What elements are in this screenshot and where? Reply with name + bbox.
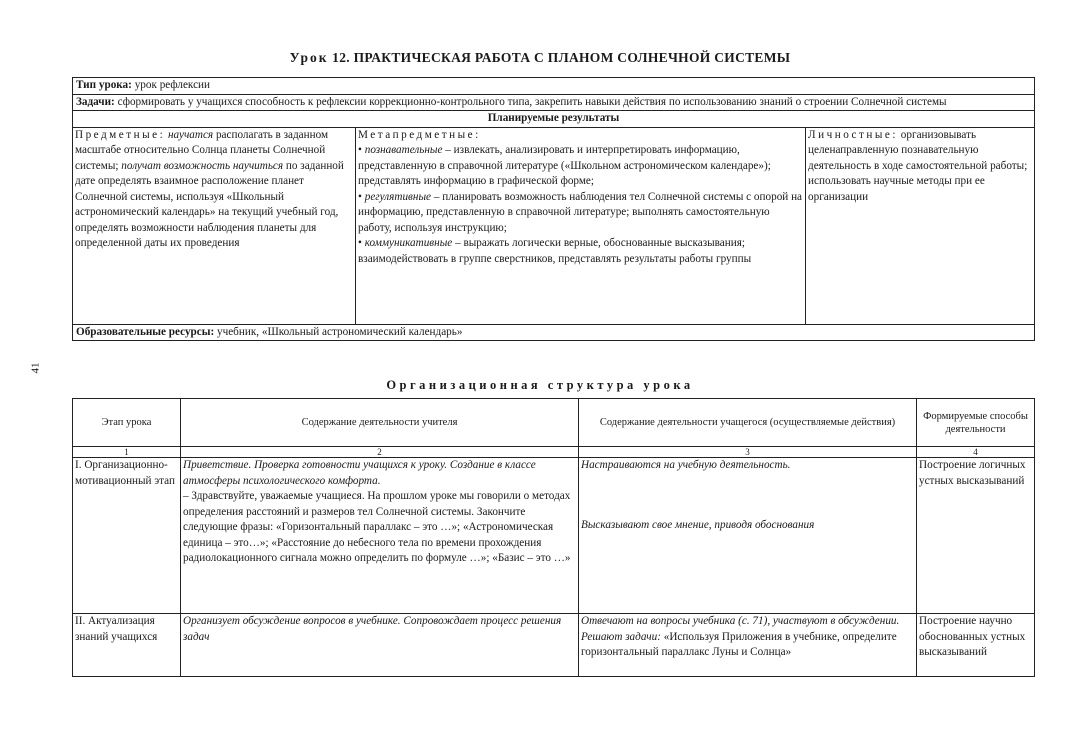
lesson-tasks-row: Задачи: сформировать у учащихся способно…	[71, 93, 1036, 111]
structure-number-row: 1 2 3 4	[72, 446, 1035, 458]
student-cell: Отвечают на вопросы учебника (с. 71), уч…	[578, 613, 917, 677]
page-title: Урок 12. ПРАКТИЧЕСКАЯ РАБОТА С ПЛАНОМ СО…	[289, 50, 791, 65]
lesson-type-row: Тип урока: урок рефлексии	[71, 77, 1036, 95]
stage-cell: II. Актуализация знаний учащихся	[72, 613, 181, 677]
structure-header-row: Этап урока Содержание деятельности учите…	[72, 398, 1035, 447]
planned-results-header: Планируемые результаты	[71, 110, 1036, 128]
student-cell: Настраиваются на учебную деятельность.Вы…	[578, 457, 917, 614]
page-number: 41	[29, 362, 42, 374]
col-header-skills: Формируемые способы деятельности	[916, 398, 1035, 447]
resources-row: Образовательные ресурсы: учебник, «Школь…	[71, 323, 1036, 341]
lesson-structure-table: Этап урока Содержание деятельности учите…	[72, 398, 1035, 677]
skills-cell: Построение научно обоснованных устных вы…	[916, 613, 1035, 677]
table-row: I. Организационно-мотивационный этап При…	[72, 457, 1035, 614]
col-header-stage: Этап урока	[72, 398, 181, 447]
table-row: II. Актуализация знаний учащихся Организ…	[72, 613, 1035, 677]
meta-results-cell: Метапредметные:• познавательные – извлек…	[355, 126, 806, 325]
structure-title: Организационная структура урока	[386, 378, 694, 392]
col-header-teacher: Содержание деятельности учителя	[180, 398, 579, 447]
skills-cell: Построение логичных устных высказываний	[916, 457, 1035, 614]
stage-cell: I. Организационно-мотивационный этап	[72, 457, 181, 614]
results-row: Предметные: научатся располагать в задан…	[72, 126, 1036, 325]
teacher-cell: Организует обсуждение вопросов в учебник…	[180, 613, 579, 677]
teacher-cell: Приветствие. Проверка готовности учащихс…	[180, 457, 579, 614]
subject-results-cell: Предметные: научатся располагать в задан…	[72, 126, 356, 325]
personal-results-cell: Личностные: организовывать целенаправлен…	[804, 126, 1036, 325]
col-header-student: Содержание деятельности учащегося (осуще…	[578, 398, 917, 447]
lesson-info-table: Тип урока: урок рефлексии Задачи: сформи…	[71, 77, 1036, 341]
